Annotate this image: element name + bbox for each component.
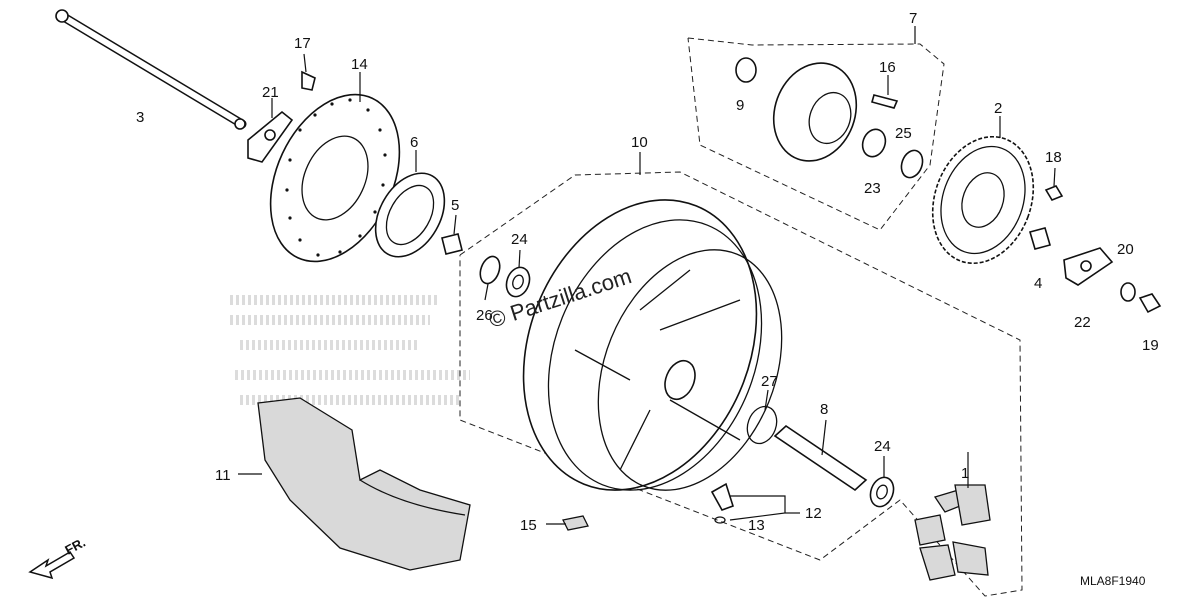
callout-14: 14 — [351, 56, 368, 73]
callout-21: 21 — [262, 84, 279, 101]
callout-2: 2 — [994, 100, 1002, 117]
callout-11: 11 — [215, 467, 231, 484]
washer-part — [1120, 282, 1136, 302]
callout-8: 8 — [820, 401, 828, 418]
callout-19: 19 — [1142, 337, 1159, 354]
callout-24-left: 24 — [511, 231, 528, 248]
chain-adjuster-left-part — [247, 110, 294, 163]
tire-part — [257, 397, 471, 571]
callout-15: 15 — [520, 517, 537, 534]
callout-5: 5 — [451, 197, 459, 214]
diagram-code: MLA8F1940 — [1080, 574, 1146, 588]
callout-4: 4 — [1034, 275, 1042, 292]
distance-collar-part — [773, 424, 868, 492]
callout-1: 1 — [961, 465, 969, 482]
disc-cover-part — [374, 172, 446, 258]
callout-10: 10 — [631, 134, 648, 151]
stud-part — [871, 94, 899, 109]
bearing-left-part — [505, 266, 531, 298]
callout-27: 27 — [761, 373, 778, 390]
callout-7: 7 — [909, 10, 917, 27]
valve-part — [710, 482, 734, 524]
leader-lines — [238, 26, 1056, 525]
background-ghost-pattern — [230, 295, 470, 405]
sprocket-part — [931, 135, 1035, 265]
o-ring-part — [746, 405, 778, 445]
collar-part — [441, 233, 463, 255]
collar-right-part — [1029, 227, 1051, 250]
damper-rubbers-part — [914, 484, 991, 581]
sprocket-nut-part — [1044, 185, 1064, 201]
callout-6: 6 — [410, 134, 418, 151]
bolt-part — [301, 70, 316, 91]
callout-17: 17 — [294, 35, 311, 52]
chain-adjuster-right-part — [1063, 247, 1114, 286]
seal-left-part — [479, 255, 501, 285]
callout-20: 20 — [1117, 241, 1134, 258]
axle-part — [55, 9, 247, 130]
group-boundary-hub — [687, 37, 945, 231]
callout-labels: 1 2 3 4 5 6 7 8 9 10 11 12 13 14 15 16 1… — [136, 10, 1159, 534]
wheel-rim-part — [522, 199, 783, 491]
driven-flange-part — [772, 62, 858, 162]
callout-25: 25 — [895, 125, 912, 142]
callout-22: 22 — [1074, 314, 1091, 331]
hub-seal-part — [900, 149, 924, 179]
callout-18: 18 — [1045, 149, 1062, 166]
callout-23: 23 — [864, 180, 881, 197]
axle-nut-part — [1138, 293, 1162, 314]
front-arrow-icon — [28, 550, 76, 580]
callout-12: 12 — [805, 505, 822, 522]
hub-collar-part — [735, 57, 757, 83]
callout-26: 26 — [476, 307, 493, 324]
callout-9: 9 — [736, 97, 744, 114]
callout-24-right: 24 — [874, 438, 891, 455]
bearing-right-part — [869, 476, 895, 508]
balance-weight-part — [562, 515, 589, 531]
callout-13: 13 — [748, 517, 765, 534]
callout-16: 16 — [879, 59, 896, 76]
hub-bearing-part — [861, 128, 887, 158]
callout-3: 3 — [136, 109, 144, 126]
